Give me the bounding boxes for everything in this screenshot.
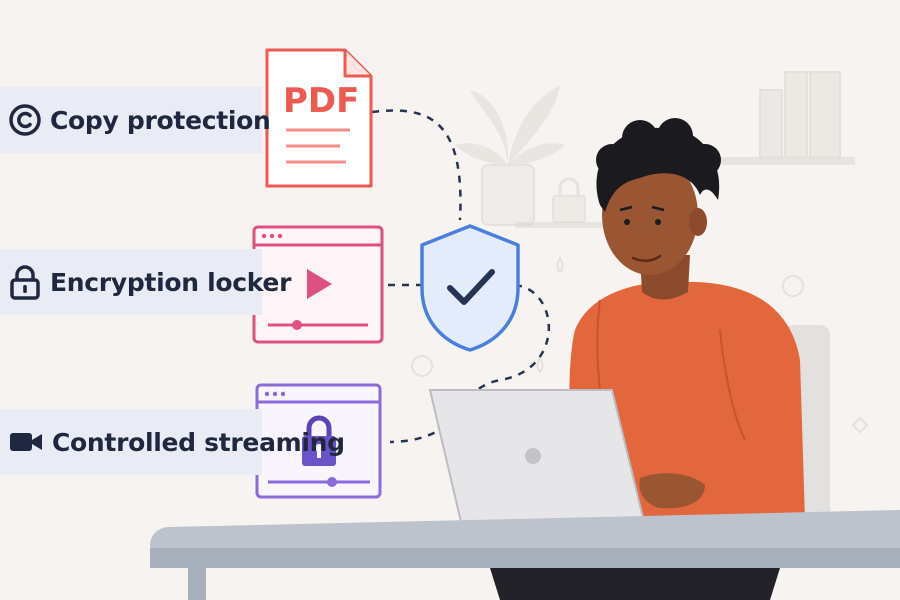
streaming-window [255, 383, 382, 499]
feature-copy-protection: Copy protection [0, 87, 271, 153]
video-camera-icon [8, 422, 44, 462]
feature-encryption-locker: Encryption locker [0, 249, 291, 315]
padlock-icon [8, 262, 42, 302]
desk [150, 510, 900, 600]
video-player-window [252, 225, 384, 344]
pdf-document-icon: PDF [265, 48, 373, 188]
lock-icon [302, 415, 336, 466]
feature-label: Controlled streaming [52, 427, 345, 457]
play-icon [307, 269, 332, 299]
feature-controlled-streaming: Controlled streaming [0, 409, 345, 475]
feature-label: Copy protection [50, 105, 271, 135]
feature-label: Encryption locker [50, 267, 292, 297]
shield-check-icon [420, 224, 520, 352]
background-copyright-icon [411, 275, 804, 377]
background-lock-icon [552, 177, 586, 223]
background-drop-icon [536, 256, 869, 434]
pdf-label: PDF [283, 81, 359, 121]
copyright-icon [8, 100, 42, 140]
background-plant [455, 85, 565, 226]
